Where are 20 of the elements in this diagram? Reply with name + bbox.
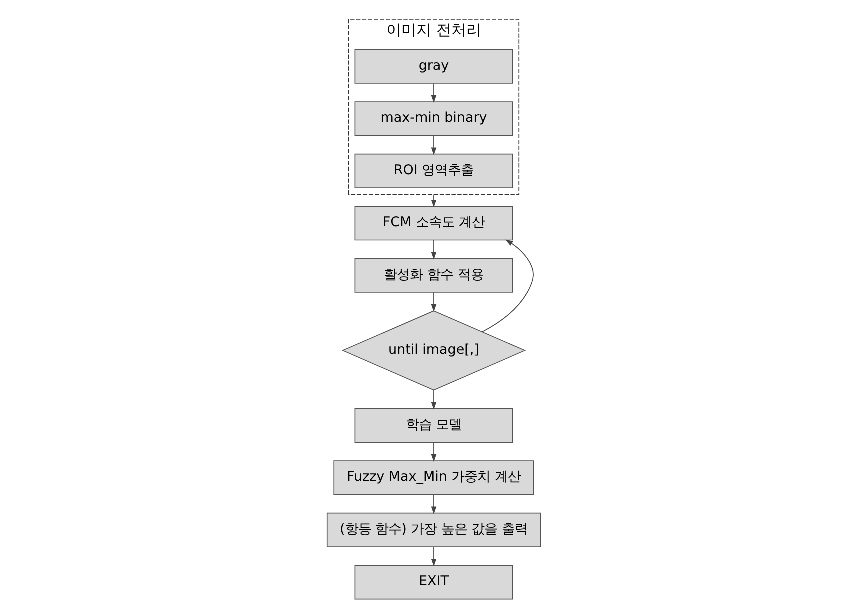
node-box: 활성화 함수 적용 bbox=[354, 258, 513, 293]
arrow bbox=[430, 83, 436, 104]
node-box: max-min binary bbox=[354, 102, 513, 136]
arrow bbox=[430, 194, 436, 208]
node-box: ROI 영역추출 bbox=[354, 154, 513, 188]
node-box: (항등 함수) 가장 높은 값을 출력 bbox=[326, 512, 541, 548]
arrow bbox=[430, 136, 436, 156]
arrow bbox=[430, 292, 436, 312]
node-box: EXIT bbox=[354, 565, 513, 600]
node-box: Fuzzy Max_Min 가중치 계산 bbox=[333, 460, 534, 496]
node-box: gray bbox=[354, 49, 513, 84]
node-box: FCM 소속도 계산 bbox=[354, 206, 513, 241]
arrow bbox=[430, 390, 436, 410]
arrow bbox=[430, 494, 436, 514]
node-box: 학습 모델 bbox=[354, 408, 513, 443]
arrow bbox=[482, 240, 534, 332]
arrow bbox=[430, 240, 436, 260]
node-diamond: until image[,] bbox=[341, 310, 526, 391]
arrow bbox=[430, 442, 436, 462]
arrow bbox=[430, 546, 436, 567]
